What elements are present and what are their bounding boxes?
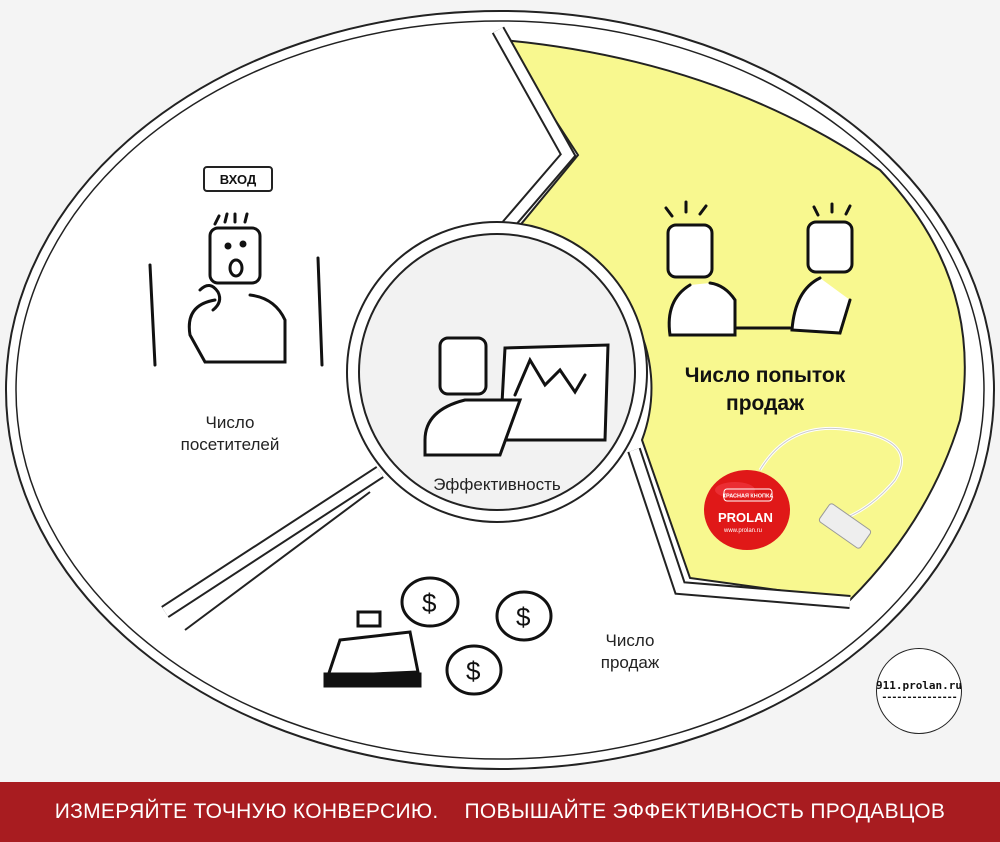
segment-sales-label: Число продаж (560, 630, 700, 674)
presenter-chart-icon (423, 336, 610, 457)
banner-left-text: ИЗМЕРЯЙТЕ ТОЧНУЮ КОНВЕРСИЮ. (54, 800, 439, 823)
sales-label-line2: продаж (600, 653, 660, 672)
site-underline: --------------- (881, 692, 957, 703)
banner-right-text: ПОВЫШАЙТЕ ЭФФЕКТИВНОСТЬ ПРОДАВЦОВ (464, 800, 946, 823)
sales-label-line1: Число (605, 631, 655, 650)
segment-attempts-label: Число попыток продаж (640, 362, 890, 418)
device-brand: PROLAN (718, 510, 773, 525)
site-url[interactable]: 911.prolan.ru (875, 679, 963, 692)
svg-text:$: $ (466, 656, 481, 686)
salespeople-talking-icon (664, 200, 854, 337)
visitor-figure-icon (148, 212, 324, 367)
red-button-device[interactable]: КРАСНАЯ КНОПКА PROLAN www.prolan.ru (704, 426, 904, 550)
site-badge[interactable]: 911.prolan.ru --------------- (876, 648, 962, 734)
cash-register-icon (323, 610, 422, 688)
segment-visitors-label: Число посетителей (150, 412, 310, 456)
device-url: www.prolan.ru (723, 528, 762, 534)
entry-sign: ВХОД (203, 166, 273, 192)
attempts-label-line1: Число попыток (684, 364, 846, 387)
center-label: Эффективность (433, 475, 561, 494)
visitors-label-line1: Число (205, 413, 255, 432)
money-bags-icon: $ $ $ (400, 576, 553, 696)
bottom-banner: ИЗМЕРЯЙТЕ ТОЧНУЮ КОНВЕРСИЮ. ПОВЫШАЙТЕ ЭФ… (0, 782, 1000, 842)
svg-text:$: $ (422, 588, 437, 618)
device-badge-text: КРАСНАЯ КНОПКА (723, 494, 774, 500)
visitors-label-line2: посетителей (180, 435, 280, 454)
attempts-label-line2: продаж (726, 392, 804, 415)
svg-text:$: $ (516, 602, 531, 632)
